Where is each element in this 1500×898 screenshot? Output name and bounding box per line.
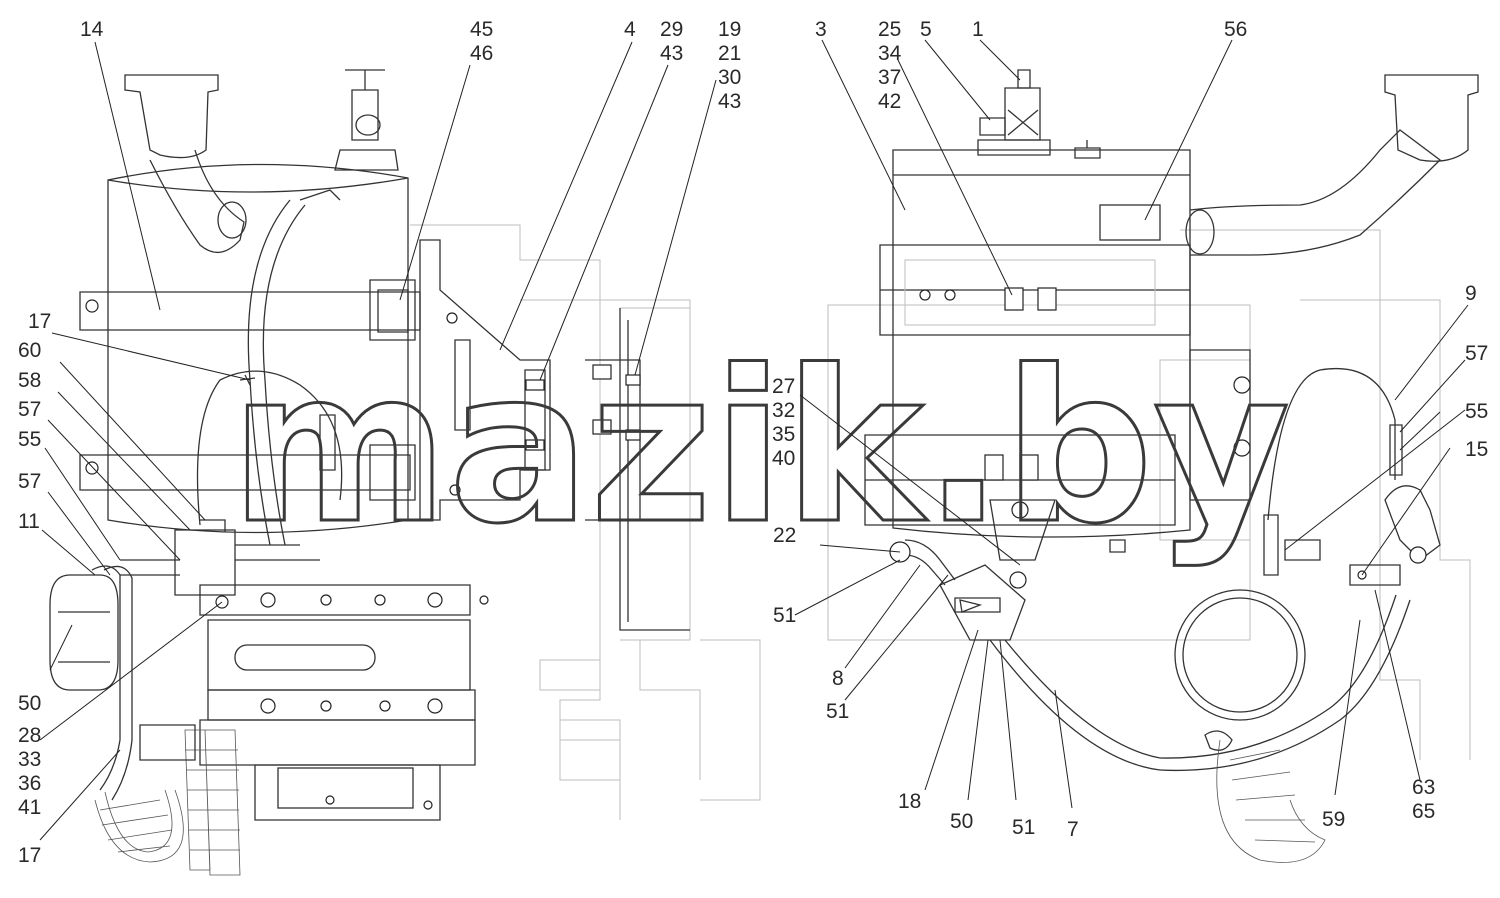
callout-50a: 50 (18, 692, 41, 715)
callout-1: 1 (972, 18, 984, 41)
callout-34: 34 (878, 42, 902, 65)
callout-40: 40 (772, 447, 795, 470)
callout-57c: 57 (1465, 342, 1488, 365)
callout-51b: 51 (826, 700, 849, 723)
watermark: mazik.by (230, 325, 1290, 570)
callout-4: 4 (624, 18, 636, 41)
callout-21: 21 (718, 42, 741, 65)
left-heater (120, 519, 320, 609)
callout-50b: 50 (950, 810, 973, 833)
callout-36: 36 (18, 772, 41, 795)
left-bracket (419, 239, 641, 521)
callout-51c: 51 (1012, 816, 1035, 839)
callout-32: 32 (772, 399, 795, 422)
callout-15: 15 (1465, 438, 1488, 461)
callout-65: 65 (1412, 800, 1435, 823)
callout-17b: 17 (18, 844, 41, 867)
callout-37: 37 (878, 66, 901, 89)
callout-14: 14 (80, 18, 104, 41)
callout-27: 27 (772, 375, 795, 398)
callout-58: 58 (18, 369, 41, 392)
callout-22: 22 (773, 524, 796, 547)
callout-45: 45 (470, 18, 493, 41)
callout-30: 30 (718, 66, 741, 89)
callout-56: 56 (1224, 18, 1247, 41)
callout-55b: 55 (1465, 400, 1488, 423)
callout-29: 29 (660, 18, 683, 41)
callout-33: 33 (18, 748, 41, 771)
left-fuel-line (196, 370, 343, 526)
left-lower-mount (199, 584, 489, 821)
callout-18: 18 (898, 790, 921, 813)
callout-7: 7 (1067, 818, 1079, 841)
callout-63: 63 (1412, 776, 1435, 799)
callout-5: 5 (920, 18, 932, 41)
callout-42: 42 (878, 90, 901, 113)
right-tank (864, 69, 1479, 561)
callout-60: 60 (18, 339, 41, 362)
callout-labels: 14 45 46 4 29 43 19 21 30 43 3 25 34 37 … (18, 18, 1488, 867)
callout-25: 25 (878, 18, 901, 41)
callout-57b: 57 (18, 470, 41, 493)
callout-11: 11 (18, 510, 40, 533)
callout-8: 8 (832, 667, 844, 690)
callout-43b: 43 (718, 90, 741, 113)
callout-57a: 57 (18, 398, 41, 421)
callout-9: 9 (1465, 282, 1477, 305)
leader-lines (39, 39, 1469, 841)
callout-41: 41 (18, 796, 41, 819)
left-filter-hoses (49, 565, 241, 876)
callout-43a: 43 (660, 42, 683, 65)
callout-35: 35 (772, 423, 795, 446)
callout-3: 3 (815, 18, 827, 41)
callout-19: 19 (718, 18, 741, 41)
callout-46: 46 (470, 42, 493, 65)
callout-55a: 55 (18, 428, 41, 451)
right-filter-hoses (889, 368, 1441, 863)
callout-51a: 51 (773, 604, 796, 627)
callout-28: 28 (18, 724, 41, 747)
callout-59: 59 (1322, 808, 1345, 831)
callout-17a: 17 (28, 310, 51, 333)
